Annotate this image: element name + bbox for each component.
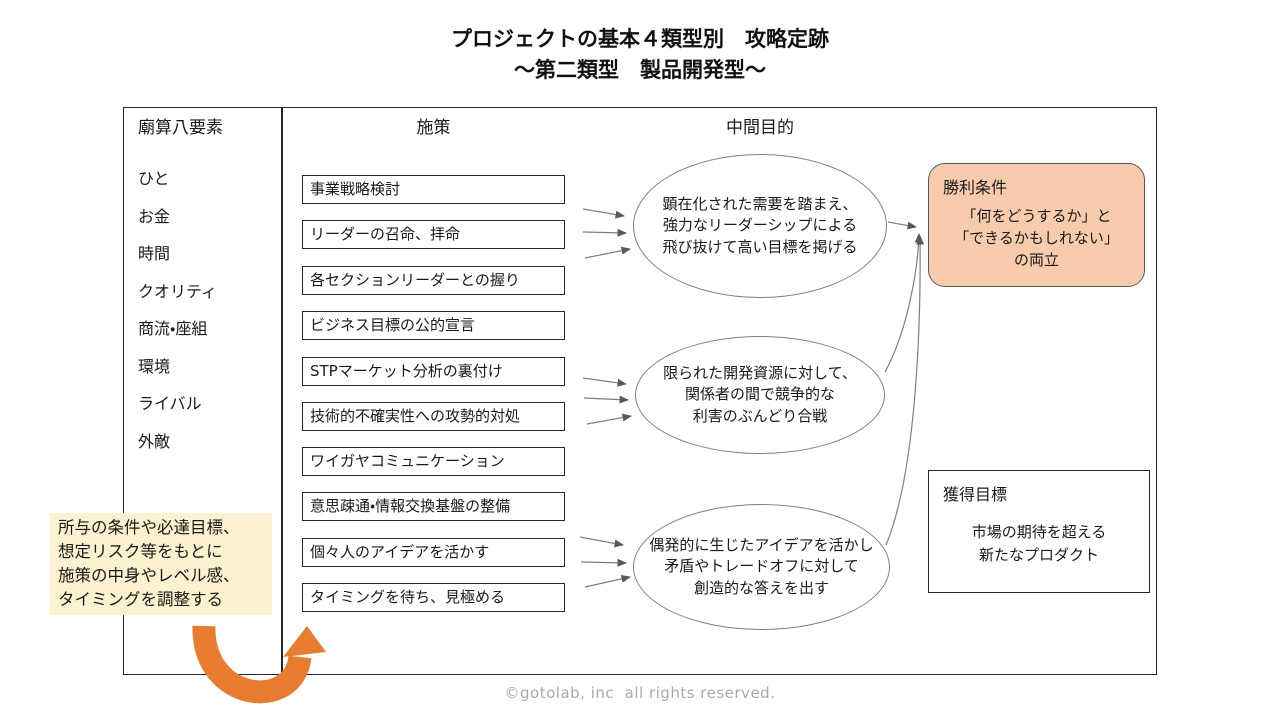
note-callout: 所与の条件や必達目標、 想定リスク等をもとに 施策の中身やレベル感、 タイミング… (50, 513, 272, 615)
left-panel-header: 廟算八要素 (138, 118, 223, 138)
intermediate-ellipse-1-text: 顕在化された需要を踏まえ、 強力なリーダーシップによる 飛び抜けて高い目標を掲げ… (662, 194, 858, 256)
acquisition-target-header: 獲得目標 (943, 485, 1008, 504)
measure-box: タイミングを待ち、見極める (302, 583, 565, 612)
measure-box: 個々人のアイデアを活かす (302, 538, 565, 567)
left-panel-item: ライバル (138, 394, 202, 413)
column-divider (281, 107, 283, 675)
intermediate-ellipse-2: 限られた開発資源に対して、 関係者の間で競争的な 利害のぶんどり合戦 (635, 336, 885, 454)
victory-condition-body: 「何をどうするか」と 「できるかもしれない」 の両立 (954, 207, 1119, 269)
intermediate-ellipse-2-text: 限られた開発資源に対して、 関係者の間で競争的な 利害のぶんどり合戦 (663, 363, 857, 425)
left-panel-item: ひと (138, 169, 170, 188)
measures-column-header: 施策 (416, 118, 451, 138)
left-panel-item: 商流・座組 (138, 319, 208, 338)
intermediate-ellipse-3: 偶発的に生じたアイデアを活かし 矛盾やトレードオフに対して 創造的な答えを出す (633, 504, 890, 630)
measure-box: 技術的不確実性への攻勢的対処 (302, 402, 565, 431)
left-panel-item: 外敵 (138, 431, 171, 451)
left-panel-item: 時間 (138, 244, 171, 263)
diagram-title-line2: ～第二類型 製品開発型～ (514, 58, 766, 82)
diagram-frame (123, 107, 1157, 675)
intermediate-column-header: 中間目的 (726, 118, 794, 138)
measure-box: 意思疎通・情報交換基盤の整備 (302, 492, 565, 521)
acquisition-target-box: 獲得目標 市場の期待を超える 新たなプロダクト (928, 470, 1150, 593)
diagram-title-line1: プロジェクトの基本４類型別 攻略定跡 (451, 27, 829, 51)
measure-box: STPマーケット分析の裏付け (302, 357, 565, 386)
victory-condition-header: 勝利条件 (943, 178, 1008, 197)
measure-box: 各セクションリーダーとの握り (302, 266, 565, 295)
measure-box: ビジネス目標の公的宣言 (302, 311, 565, 340)
measure-box: リーダーの召命、拝命 (302, 220, 565, 249)
footer-copyright: ©gotolab, inc all rights reserved. (504, 684, 776, 702)
intermediate-ellipse-1: 顕在化された需要を踏まえ、 強力なリーダーシップによる 飛び抜けて高い目標を掲げ… (633, 154, 887, 298)
left-panel-items: ひと お金 時間 クオリティ 商流・座組 環境 ライバル 外敵 (138, 160, 278, 460)
acquisition-target-body: 市場の期待を超える 新たなプロダクト (971, 523, 1107, 564)
intermediate-ellipse-3-text: 偶発的に生じたアイデアを活かし 矛盾やトレードオフに対して 創造的な答えを出す (649, 535, 874, 597)
measure-box: 事業戦略検討 (302, 175, 565, 204)
victory-condition-box: 勝利条件 「何をどうするか」と 「できるかもしれない」 の両立 (928, 163, 1145, 287)
left-panel-item: クオリティ (138, 281, 218, 301)
measure-box: ワイガヤコミュニケーション (302, 447, 565, 476)
left-panel-item: 環境 (138, 356, 171, 376)
diagram-title: プロジェクトの基本４類型別 攻略定跡 ～第二類型 製品開発型～ (0, 24, 1280, 86)
left-panel-item: お金 (138, 206, 171, 226)
